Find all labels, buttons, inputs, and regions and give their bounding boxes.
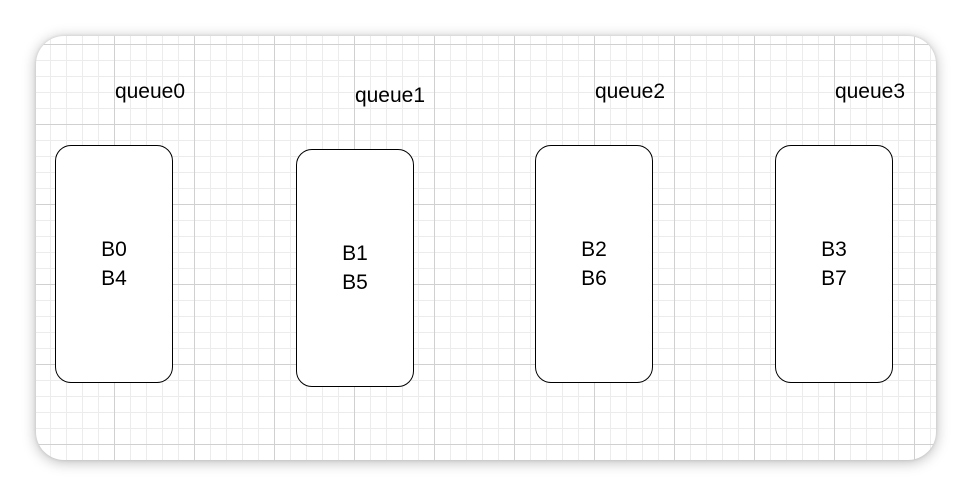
- queue-label: queue0: [114, 80, 186, 103]
- queue-box: B2 B6: [535, 145, 653, 383]
- block-label: B4: [101, 267, 127, 290]
- queue-box: B0 B4: [55, 145, 173, 383]
- block-label: B3: [821, 238, 847, 261]
- block-label: B5: [342, 271, 368, 294]
- block-label: B1: [342, 242, 368, 265]
- queue-label: queue3: [834, 80, 906, 103]
- block-label: B7: [821, 267, 847, 290]
- queue-label: queue2: [594, 80, 666, 103]
- grid-canvas: queue0 B0 B4 queue1 B1 B5 queue2 B2 B6 q…: [36, 36, 936, 460]
- block-label: B2: [581, 238, 607, 261]
- block-label: B0: [101, 238, 127, 261]
- queue-box: B1 B5: [296, 149, 414, 387]
- queue-box: B3 B7: [775, 145, 893, 383]
- block-label: B6: [581, 267, 607, 290]
- queue-label: queue1: [354, 84, 426, 107]
